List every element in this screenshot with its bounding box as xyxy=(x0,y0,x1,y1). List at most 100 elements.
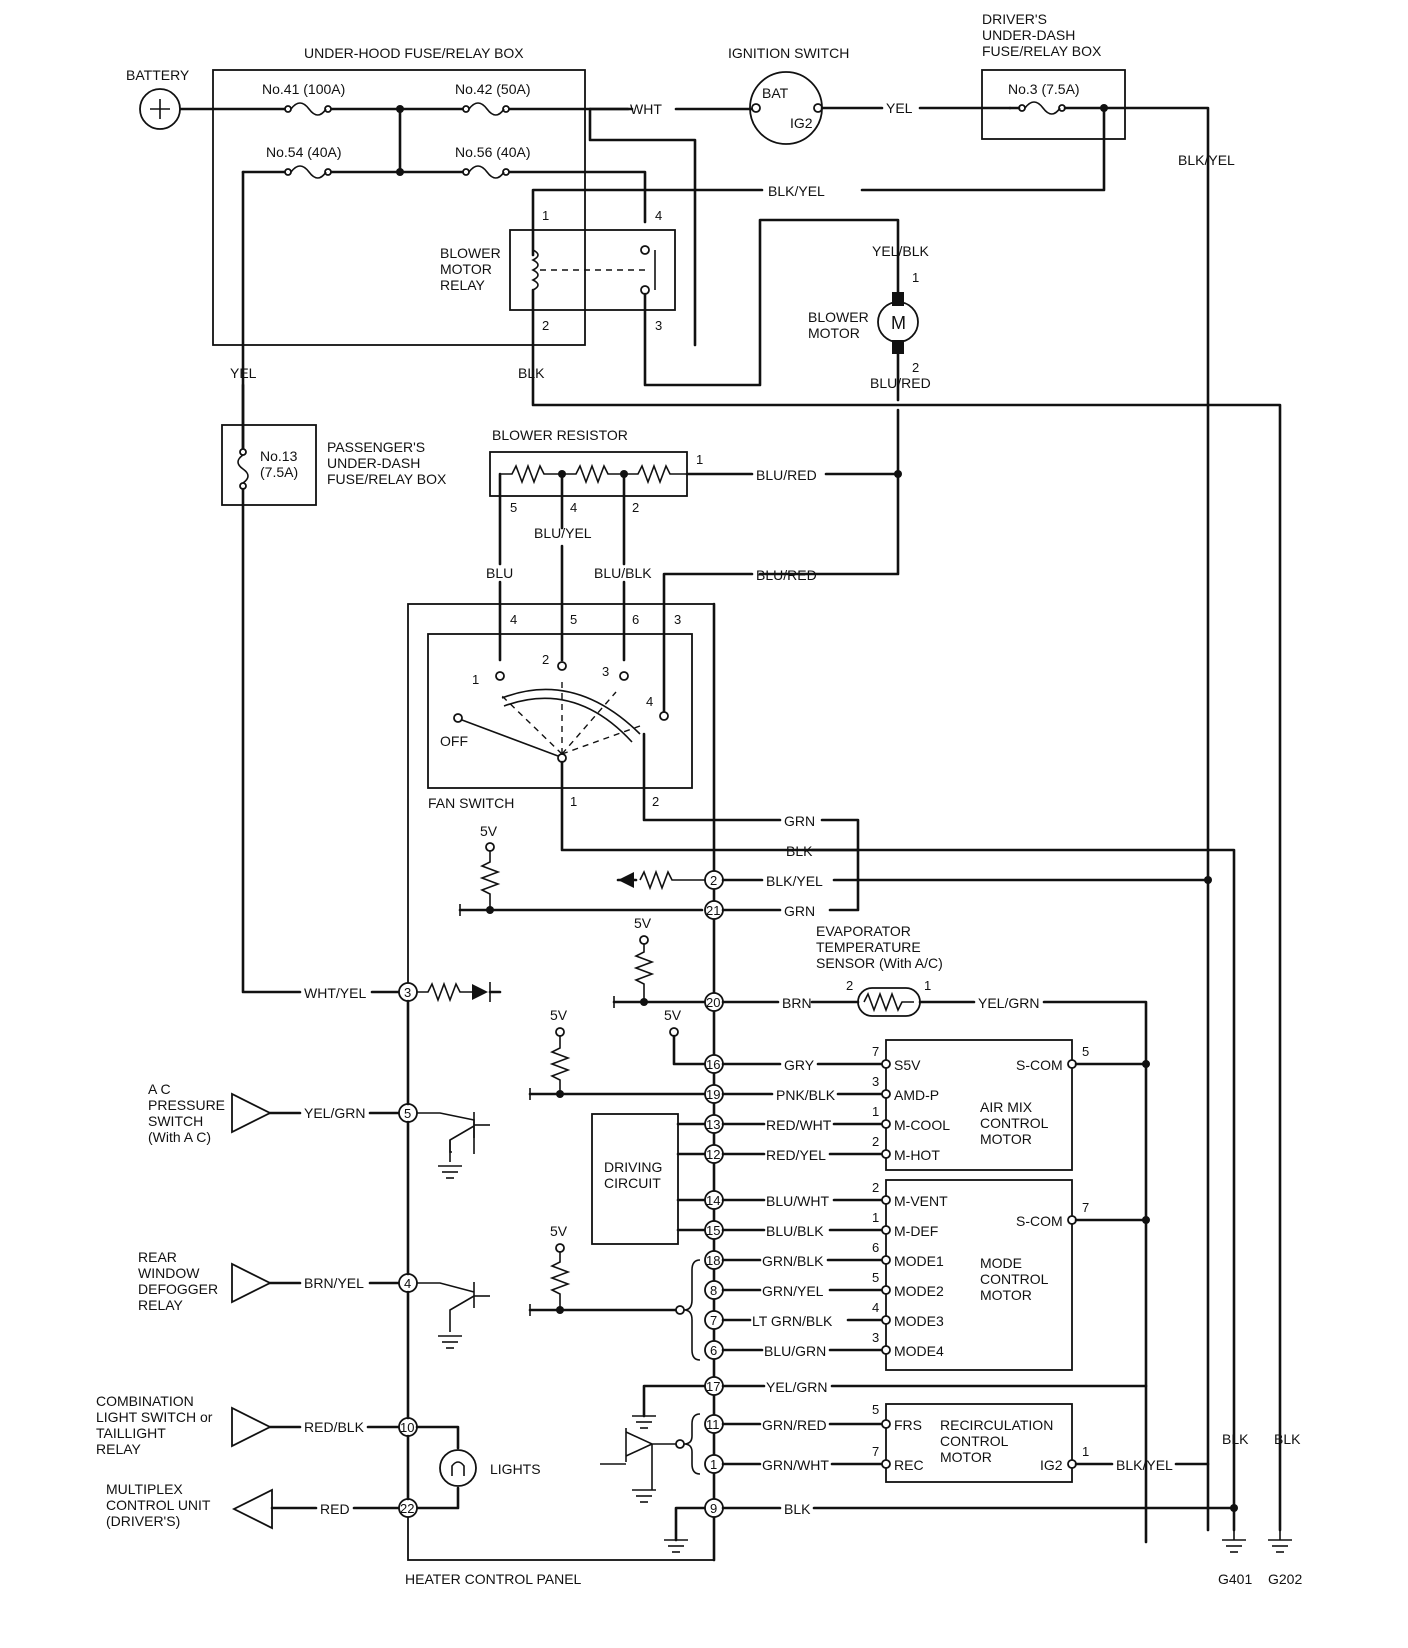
svg-text:22: 22 xyxy=(400,1501,414,1516)
recirc-label-1: RECIRCULATION xyxy=(940,1417,1053,1433)
wire-grn-wht-label: GRN/WHT xyxy=(762,1457,829,1473)
wire-wht-label: WHT xyxy=(630,101,662,117)
ac-switch-label-4: (With A C) xyxy=(148,1129,211,1145)
wire-grn-yel-label: GRN/YEL xyxy=(762,1283,824,1299)
blower-resistor-label: BLOWER RESISTOR xyxy=(492,427,628,443)
svg-text:15: 15 xyxy=(706,1223,720,1238)
wire-blu-red-label-motor: BLU/RED xyxy=(870,375,931,391)
driver-box-label-2: UNDER-DASH xyxy=(982,27,1075,43)
svg-text:1: 1 xyxy=(872,1104,879,1119)
svg-text:19: 19 xyxy=(706,1087,720,1102)
svg-text:7: 7 xyxy=(872,1444,879,1459)
term-m-vent: M-VENT xyxy=(894,1193,948,1209)
ignition-switch-label: IGNITION SWITCH xyxy=(728,45,849,61)
blower-relay-label-2: MOTOR xyxy=(440,261,492,277)
blower-motor-label-2: MOTOR xyxy=(808,325,860,341)
blower-motor-label-1: BLOWER xyxy=(808,309,869,325)
svg-text:4: 4 xyxy=(510,612,517,627)
transistor-icon-2 xyxy=(417,1282,490,1349)
svg-text:13: 13 xyxy=(706,1117,720,1132)
svg-text:18: 18 xyxy=(706,1253,720,1268)
ground-g202-icon xyxy=(1268,1530,1292,1553)
svg-text:8: 8 xyxy=(710,1283,717,1298)
svg-text:5: 5 xyxy=(570,612,577,627)
svg-text:4: 4 xyxy=(655,208,662,223)
wire-blu-red-label-res: BLU/RED xyxy=(756,467,817,483)
battery-icon xyxy=(139,88,181,130)
driver-box-label-3: FUSE/RELAY BOX xyxy=(982,43,1102,59)
fuse-42-icon xyxy=(462,102,510,116)
ac-switch-icon xyxy=(231,1092,273,1134)
svg-text:1: 1 xyxy=(912,270,919,285)
combo-switch-label-1: COMBINATION xyxy=(96,1393,194,1409)
battery-label: BATTERY xyxy=(126,67,190,83)
recirc-label-3: MOTOR xyxy=(940,1449,992,1465)
wire-wht-yel-label: WHT/YEL xyxy=(304,985,366,1001)
svg-text:4: 4 xyxy=(872,1300,879,1315)
fuse-56-icon xyxy=(462,165,510,179)
wire-blk-yel-label-3: BLK/YEL xyxy=(766,873,823,889)
svg-text:4: 4 xyxy=(646,694,653,709)
underhood-fuse-box xyxy=(212,69,586,346)
driving-circuit-label-2: CIRCUIT xyxy=(604,1175,661,1191)
wire-grn-blk-label: GRN/BLK xyxy=(762,1253,824,1269)
five-v-label-1: 5V xyxy=(480,823,498,839)
mode-motor-label-1: MODE xyxy=(980,1255,1022,1271)
svg-text:1: 1 xyxy=(1082,1444,1089,1459)
transistor-icon-1 xyxy=(417,1112,490,1179)
fuse-54-label: No.54 (40A) xyxy=(266,144,341,160)
air-mix-label-2: CONTROL xyxy=(980,1115,1049,1131)
air-mix-label-1: AIR MIX xyxy=(980,1099,1033,1115)
svg-text:3: 3 xyxy=(674,612,681,627)
wire-blu-wht-label: BLU/WHT xyxy=(766,1193,829,1209)
svg-text:21: 21 xyxy=(706,903,720,918)
ac-switch-label-1: A C xyxy=(148,1081,171,1097)
svg-text:1: 1 xyxy=(542,208,549,223)
underhood-box-label: UNDER-HOOD FUSE/RELAY BOX xyxy=(304,45,524,61)
wire-yel-label-2: YEL xyxy=(230,365,257,381)
wire-yel-grn-label-2: YEL/GRN xyxy=(304,1105,365,1121)
wire-yel-blk-label: YEL/BLK xyxy=(872,243,929,259)
svg-text:5: 5 xyxy=(872,1402,879,1417)
fuse-41-icon xyxy=(284,102,332,116)
fuse-3-icon xyxy=(1018,101,1066,115)
lights-icon xyxy=(439,1449,477,1487)
svg-text:2: 2 xyxy=(872,1180,879,1195)
wire-blk-yel-label-top: BLK/YEL xyxy=(1178,152,1235,168)
multiplex-label-2: CONTROL UNIT xyxy=(106,1497,211,1513)
term-s-com-1: S-COM xyxy=(1016,1057,1063,1073)
fan-switch-wiper-icon xyxy=(461,682,641,757)
term-m-cool: M-COOL xyxy=(894,1117,950,1133)
rear-defog-icon xyxy=(231,1262,273,1304)
multiplex-icon xyxy=(231,1488,273,1530)
term-m-def: M-DEF xyxy=(894,1223,938,1239)
wire-brn-label: BRN xyxy=(782,995,812,1011)
wire-blk-label-1: BLK xyxy=(786,843,813,859)
recirc-motor-box xyxy=(885,1403,1073,1483)
svg-text:20: 20 xyxy=(706,995,720,1010)
ground-g401-label: G401 xyxy=(1218,1571,1252,1587)
wire-grn-label-1: GRN xyxy=(784,813,815,829)
svg-text:2: 2 xyxy=(542,652,549,667)
recirc-label-2: CONTROL xyxy=(940,1433,1009,1449)
wire-red-wht-label: RED/WHT xyxy=(766,1117,832,1133)
svg-text:1: 1 xyxy=(872,1210,879,1225)
evap-sensor-label-2: TEMPERATURE xyxy=(816,939,921,955)
svg-text:7: 7 xyxy=(872,1044,879,1059)
svg-text:2: 2 xyxy=(542,318,549,333)
mode-motor-label-3: MOTOR xyxy=(980,1287,1032,1303)
wire-yel-grn-label-3: YEL/GRN xyxy=(766,1379,827,1395)
term-ig2: IG2 xyxy=(1040,1457,1063,1473)
svg-text:5: 5 xyxy=(1082,1044,1089,1059)
air-mix-motor-box xyxy=(885,1039,1073,1171)
wire-blu-blk-label-2: BLU/BLK xyxy=(766,1223,824,1239)
svg-text:1: 1 xyxy=(696,452,703,467)
pass-box-label-2: UNDER-DASH xyxy=(327,455,420,471)
svg-text:10: 10 xyxy=(400,1420,414,1435)
svg-text:4: 4 xyxy=(404,1276,411,1291)
fuse-56-label: No.56 (40A) xyxy=(455,144,530,160)
fan-off-label: OFF xyxy=(440,733,468,749)
ground-g202-label: G202 xyxy=(1268,1571,1302,1587)
svg-text:2: 2 xyxy=(710,873,717,888)
wire-grn-red-label: GRN/RED xyxy=(762,1417,827,1433)
